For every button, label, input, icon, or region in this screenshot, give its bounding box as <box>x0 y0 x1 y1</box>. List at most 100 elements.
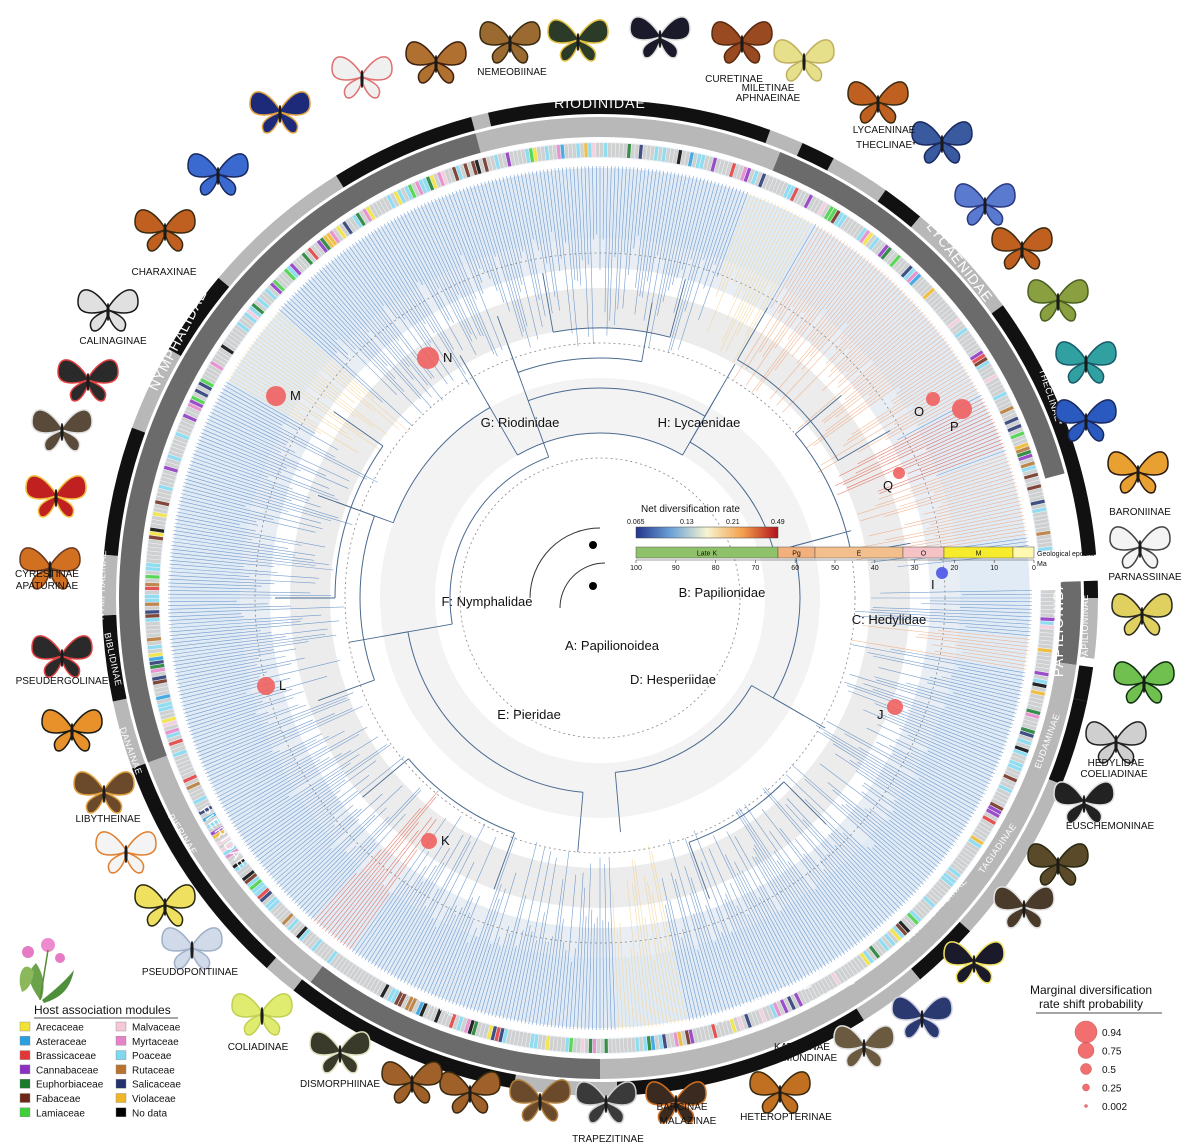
host-strip-segment <box>216 835 231 846</box>
host-strip-segment <box>182 413 197 423</box>
tree-tip <box>726 831 807 978</box>
host-strip-segment <box>992 391 1007 401</box>
outer-label-23: MALAZINAE <box>660 1116 717 1127</box>
tree-tip <box>543 879 564 1027</box>
host-strip-segment <box>365 206 376 220</box>
time-tick-6: 40 <box>871 565 879 572</box>
butterfly-image-8 <box>847 81 909 124</box>
host-strip-segment <box>754 171 763 187</box>
shift-node-M <box>266 386 286 406</box>
host-strip-segment <box>661 147 667 162</box>
host-strip-segment <box>155 694 171 701</box>
host-strip-segment <box>366 976 377 991</box>
host-strip-segment <box>1019 457 1034 465</box>
tree-tip <box>448 193 483 283</box>
butterfly-image-38 <box>41 709 103 752</box>
host-strip-segment <box>1006 766 1021 776</box>
host-strip-segment <box>146 562 161 568</box>
tree-tip <box>535 170 556 297</box>
tree-tip <box>731 931 759 1001</box>
butterfly-image-16 <box>1109 526 1171 569</box>
tree-tip <box>181 489 246 507</box>
tree-tip <box>853 322 934 390</box>
host-strip-segment <box>576 143 581 158</box>
host-strip-segment <box>528 148 535 163</box>
host-strip-segment <box>278 273 291 287</box>
tree-tip <box>929 600 1032 603</box>
tree-tip <box>930 504 1022 526</box>
host-strip-segment <box>952 324 966 336</box>
host-strip-segment <box>978 363 992 374</box>
host-strip-segment <box>150 667 166 674</box>
tree-tip <box>925 418 994 450</box>
tree-tip <box>965 626 1031 633</box>
subfamily-band <box>765 130 803 156</box>
tree-tip <box>444 194 484 294</box>
tree-tip <box>817 730 969 824</box>
tree-tip <box>168 600 237 603</box>
tree-tip <box>684 183 723 312</box>
host-strip-segment <box>1016 449 1032 458</box>
host-strip-segment <box>493 154 501 170</box>
shift-legend-label-3: 0.25 <box>1102 1084 1122 1095</box>
tree-tip <box>755 252 861 392</box>
tree-tip <box>214 401 368 480</box>
tree-tip <box>168 605 291 610</box>
host-strip-segment <box>959 850 973 862</box>
tree-tip <box>336 255 433 380</box>
host-strip-segment <box>214 832 229 843</box>
tree-tip <box>276 311 375 399</box>
host-strip-segment <box>909 909 922 923</box>
host-association-strip <box>145 143 1062 1053</box>
host-strip-segment <box>452 1015 461 1030</box>
clade-label-2: F: Nymphalidae <box>441 594 532 609</box>
tree-tip <box>847 685 1008 743</box>
tree-tip <box>745 233 833 370</box>
tree-tip <box>703 184 727 260</box>
host-strip-segment <box>283 268 296 281</box>
tree-tip <box>693 913 723 1013</box>
host-strip-segment <box>627 1037 632 1053</box>
tree-tip <box>216 398 378 483</box>
tree-tip <box>462 898 500 1008</box>
host-strip-segment <box>600 143 604 158</box>
subfamily-band <box>827 158 886 202</box>
tree-tip <box>193 449 269 478</box>
tree-tip <box>734 836 813 975</box>
host-swatch-9 <box>115 1078 127 1089</box>
host-strip-segment <box>401 994 411 1009</box>
subfamily-band <box>218 175 344 287</box>
outer-label-16: EUSCHEMONINAE <box>1066 821 1155 832</box>
host-strip-segment <box>793 992 804 1007</box>
host-strip-segment <box>987 805 1002 815</box>
host-strip-segment <box>459 164 467 179</box>
host-strip-segment <box>382 196 393 211</box>
tree-tip <box>797 317 929 430</box>
host-strip-segment <box>1028 491 1044 499</box>
tree-tip <box>250 343 326 399</box>
host-strip-segment <box>859 952 871 966</box>
host-strip-segment <box>549 1036 554 1051</box>
butterfly-image-17 <box>1111 593 1173 636</box>
host-strip-segment <box>342 221 353 235</box>
tree-tip <box>241 356 382 452</box>
host-strip-segment <box>856 954 868 969</box>
tree-tip <box>294 292 398 396</box>
host-strip-segment <box>1036 659 1051 665</box>
tree-tip <box>738 201 773 280</box>
tree-tip <box>237 362 348 435</box>
outer-label-17: PSEUDOPONTIINAE <box>142 967 238 978</box>
host-strip-segment <box>358 210 370 225</box>
tree-tip <box>926 507 1023 529</box>
tree-tip <box>622 167 635 309</box>
butterfly-image-23 <box>943 941 1005 984</box>
host-strip-segment <box>917 281 930 294</box>
tree-tip <box>168 614 322 625</box>
tree-tip <box>205 422 326 477</box>
host-strip-segment <box>732 164 740 179</box>
host-strip-segment <box>298 928 311 942</box>
tree-tip <box>643 876 668 1025</box>
host-strip-segment <box>849 223 861 237</box>
host-strip-segment <box>862 950 874 964</box>
host-strip-segment <box>444 1012 453 1027</box>
